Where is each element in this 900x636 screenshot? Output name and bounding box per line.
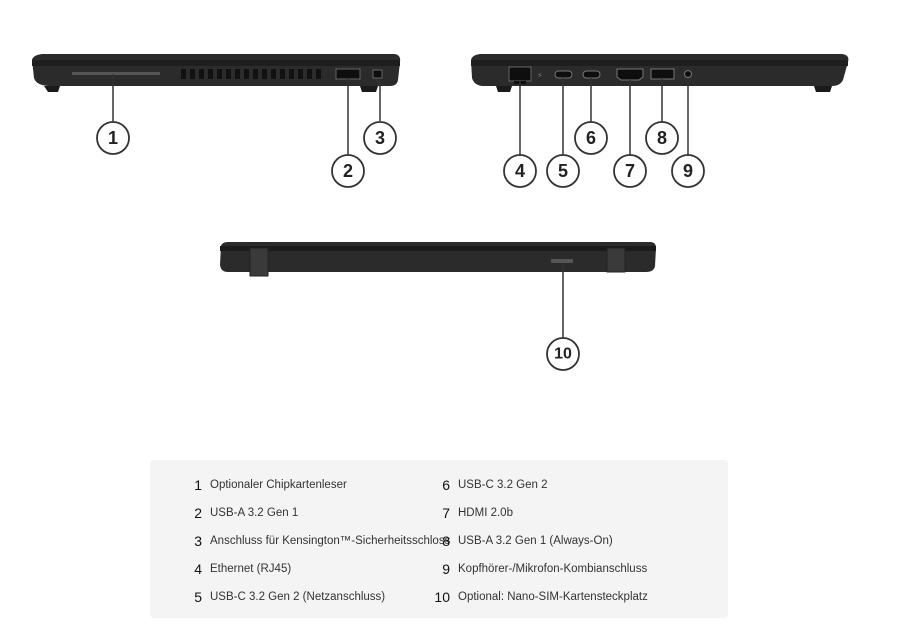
ports-legend: 1 Optionaler Chipkartenleser 2 USB-A 3.2… <box>150 460 728 618</box>
kensington-slot <box>372 69 383 79</box>
svg-text:⚡: ⚡ <box>537 71 543 80</box>
laptop-left-side-view <box>32 54 401 92</box>
legend-item-4: 4 Ethernet (RJ45) <box>186 558 291 580</box>
legend-item-2: 2 USB-A 3.2 Gen 1 <box>186 502 298 524</box>
laptop-ports-diagram: ⚡ <box>32 54 849 371</box>
callout-10: 10 <box>546 337 580 371</box>
nano-sim-slot <box>551 259 573 263</box>
legend-label: HDMI 2.0b <box>458 507 513 519</box>
svg-text:8: 8 <box>657 128 667 148</box>
callout-7: 7 <box>613 154 647 188</box>
laptop-right-side-view: ⚡ <box>471 54 849 92</box>
legend-number: 2 <box>194 505 202 521</box>
callout-9: 9 <box>671 154 705 188</box>
callout-1: 1 <box>96 121 130 155</box>
legend-label: Kopfhörer-/Mikrofon-Kombianschluss <box>458 563 648 575</box>
legend-label: Anschluss für Kensington™-Sicherheitssch… <box>210 535 451 547</box>
legend-label: Optionaler Chipkartenleser <box>210 479 347 491</box>
legend-number: 10 <box>434 589 450 605</box>
usb-a-port-right <box>650 68 675 80</box>
legend-item-6: 6 USB-C 3.2 Gen 2 <box>428 474 547 496</box>
callout-3: 3 <box>363 121 397 155</box>
legend-label: USB-A 3.2 Gen 1 (Always-On) <box>458 535 613 547</box>
legend-item-10: 10 Optional: Nano-SIM-Kartensteckplatz <box>428 586 648 608</box>
callout-8: 8 <box>645 121 679 155</box>
callout-4: 4 <box>503 154 537 188</box>
legend-item-7: 7 HDMI 2.0b <box>428 502 513 524</box>
legend-number: 3 <box>194 533 202 549</box>
usb-c-port-power <box>554 70 573 79</box>
legend-number: 8 <box>442 533 450 549</box>
svg-text:3: 3 <box>375 128 385 148</box>
smartcard-slot <box>72 72 160 75</box>
usb-c-port <box>582 70 601 79</box>
legend-item-3: 3 Anschluss für Kensington™-Sicherheitss… <box>186 530 450 552</box>
legend-number: 6 <box>442 477 450 493</box>
legend-item-8: 8 USB-A 3.2 Gen 1 (Always-On) <box>428 530 613 552</box>
callout-5: 5 <box>546 154 580 188</box>
legend-item-9: 9 Kopfhörer-/Mikrofon-Kombianschluss <box>428 558 647 580</box>
svg-text:4: 4 <box>515 161 525 181</box>
legend-label: USB-C 3.2 Gen 2 (Netzanschluss) <box>210 591 386 603</box>
legend-item-5: 5 USB-C 3.2 Gen 2 (Netzanschluss) <box>186 586 385 608</box>
callout-6: 6 <box>574 121 608 155</box>
vent-grille <box>181 69 321 79</box>
hdmi-port <box>616 68 644 81</box>
legend-label: Ethernet (RJ45) <box>210 563 292 575</box>
legend-label: USB-C 3.2 Gen 2 <box>458 479 548 491</box>
legend-label: USB-A 3.2 Gen 1 <box>210 507 299 519</box>
legend-number: 5 <box>194 589 202 605</box>
audio-jack <box>684 70 692 78</box>
legend-number: 7 <box>442 505 450 521</box>
laptop-rear-view <box>220 242 656 277</box>
callout-2: 2 <box>331 154 365 188</box>
svg-text:1: 1 <box>108 128 118 148</box>
svg-text:2: 2 <box>343 161 353 181</box>
svg-text:10: 10 <box>554 346 572 363</box>
legend-number: 4 <box>194 561 202 577</box>
legend-label: Optional: Nano-SIM-Kartensteckplatz <box>458 591 648 603</box>
legend-number: 1 <box>194 477 202 493</box>
svg-text:7: 7 <box>625 161 635 181</box>
legend-number: 9 <box>442 561 450 577</box>
svg-text:6: 6 <box>586 128 596 148</box>
svg-text:9: 9 <box>683 161 693 181</box>
legend-item-1: 1 Optionaler Chipkartenleser <box>186 474 347 496</box>
usb-a-port-left <box>335 68 361 80</box>
svg-text:5: 5 <box>558 161 568 181</box>
